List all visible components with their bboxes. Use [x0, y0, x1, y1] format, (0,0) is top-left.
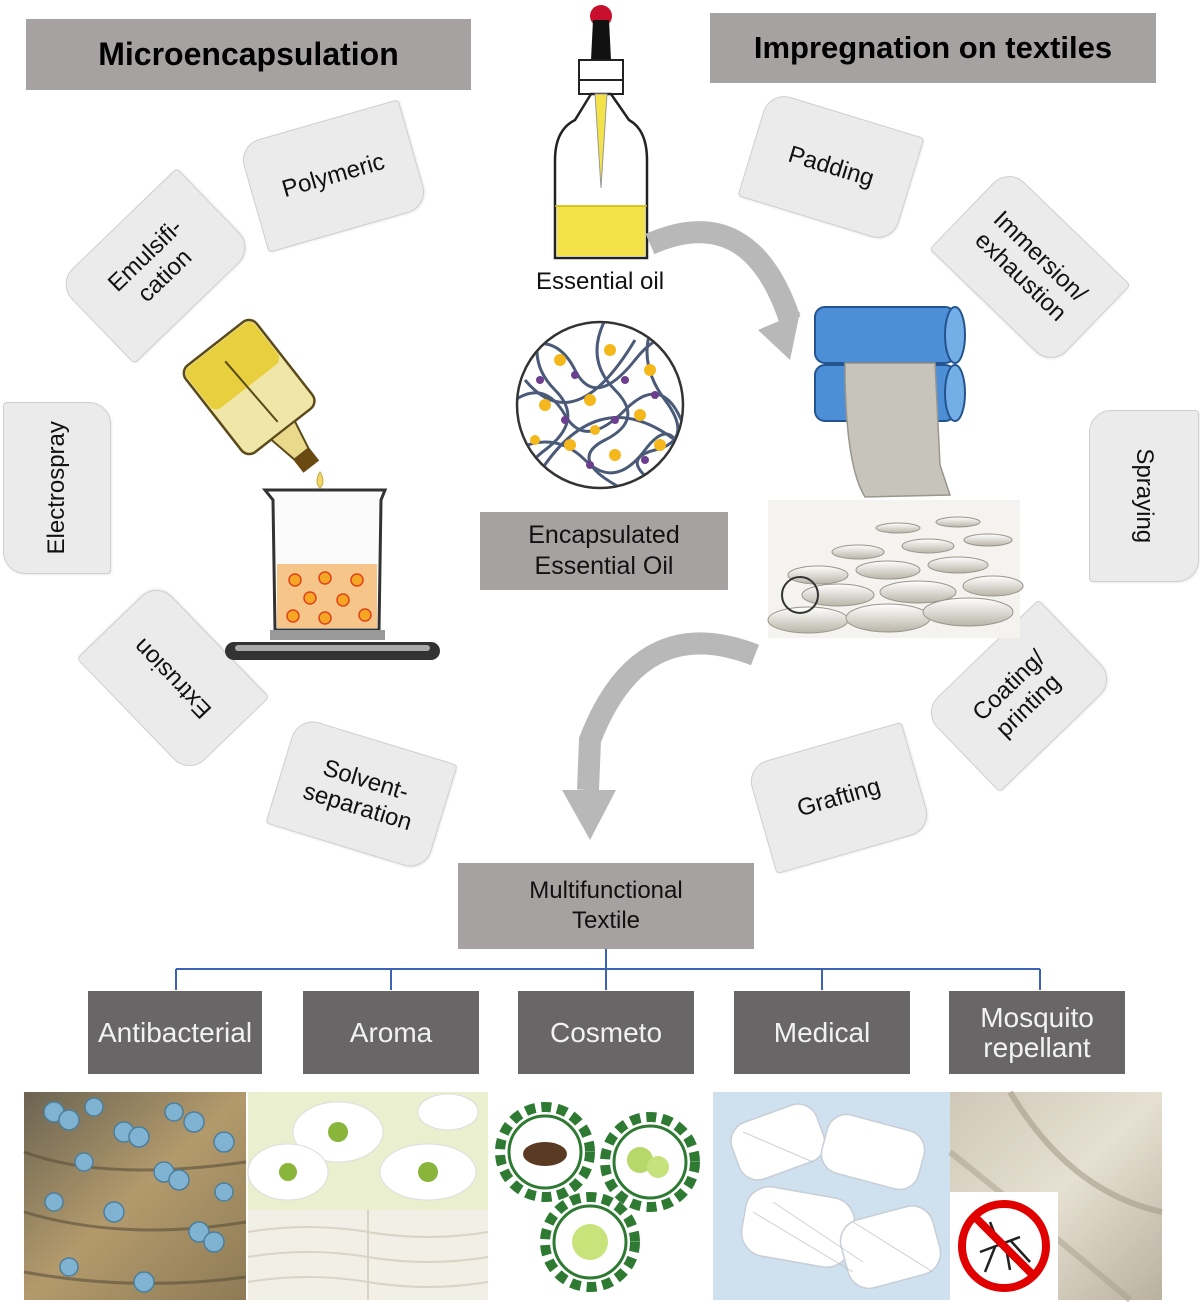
application-box-cosmeto: Cosmeto [518, 991, 694, 1074]
tree-connector-lines [175, 949, 1041, 990]
electrospray-label: Electrospray [43, 421, 71, 555]
immersion-exhaustion-label: Immersion/ exhaustion [969, 205, 1092, 327]
coating-printing-label: Coating/ printing [967, 645, 1067, 743]
multifunctional-textile-label: Multifunctional Textile [529, 877, 683, 934]
application-label: Aroma [349, 1016, 433, 1048]
application-box-antibacterial: Antibacterial [88, 991, 262, 1074]
padding-rollers-icon [814, 306, 966, 498]
curved-arrow-oil-to-textile-icon [645, 221, 801, 360]
gauze-bandage-image [713, 1092, 950, 1300]
impregnation-header: Impregnation on textiles [710, 13, 1156, 83]
application-box-aroma: Aroma [303, 991, 479, 1074]
grafting-label: Grafting [794, 772, 884, 823]
encapsulated-oil-label: Encapsulated Essential Oil [528, 520, 680, 580]
application-box-medical: Medical [734, 991, 910, 1074]
woven-fabric-image [767, 500, 1024, 638]
electrospray-card: Electrospray [3, 402, 111, 574]
polymer-network-icon [515, 320, 685, 490]
extrusion-label: Extrusion [128, 632, 218, 724]
impregnation-header-text: Impregnation on textiles [753, 30, 1113, 65]
grafting-card: Grafting [745, 721, 933, 875]
essential-oil-text: Essential oil [535, 268, 665, 295]
bacteria-image [23, 1092, 247, 1300]
solvent-separation-card: Solvent- separation [265, 716, 458, 872]
curved-arrow-to-multifunctional-icon [562, 632, 760, 840]
beaker-on-hotplate-icon [225, 488, 440, 660]
spraying-card: Spraying [1089, 410, 1199, 582]
pouring-bottle-icon [182, 318, 320, 473]
application-label: Medical [773, 1016, 871, 1048]
application-label: Antibacterial [97, 1016, 253, 1048]
application-box-mosquito-repellant: Mosquito repellant [949, 991, 1125, 1074]
multifunctional-textile-box: Multifunctional Textile [458, 863, 754, 949]
microencapsulation-header: Microencapsulation [26, 19, 471, 90]
solvent-separation-label: Solvent- separation [300, 754, 416, 837]
flowers-towels-image [247, 1092, 489, 1300]
application-label: Cosmeto [549, 1016, 663, 1048]
emulsification-label: Emulsifi- cation [103, 214, 198, 308]
essential-oil-label: Essential oil [505, 268, 695, 296]
application-label: Mosquito repellant [980, 1002, 1094, 1063]
padding-label: Padding [785, 140, 878, 193]
cosmetic-gears-image [490, 1092, 712, 1300]
encapsulated-oil-box: Encapsulated Essential Oil [480, 512, 728, 590]
microencapsulation-header-text: Microencapsulation [98, 36, 399, 72]
dropper-bottle-icon [553, 5, 649, 260]
polymeric-card: Polymeric [237, 99, 430, 253]
fabric-no-mosquito-image [948, 1090, 1163, 1303]
spraying-label: Spraying [1130, 448, 1158, 544]
polymeric-label: Polymeric [279, 148, 388, 204]
